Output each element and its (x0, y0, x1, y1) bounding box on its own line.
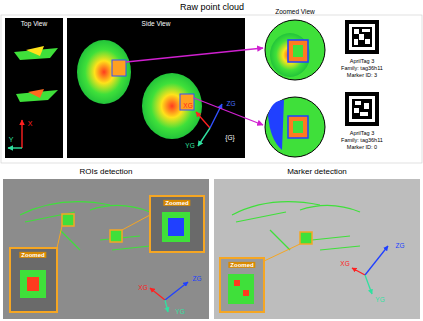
zoom-tag: Zoomed (163, 200, 190, 206)
axis-label: ZG (395, 243, 404, 250)
panel-title: ROIs detection (80, 168, 133, 176)
tag-info: Marker ID: 3 (347, 73, 377, 79)
tag-info: AprilTag 3 (350, 131, 374, 137)
axis-label: YG (375, 297, 384, 304)
panel-title: Marker detection (287, 168, 347, 176)
view-title: Side View (142, 21, 171, 28)
zoom-tag: Zoomed (228, 262, 255, 268)
axis-label: YG (175, 309, 184, 316)
axis-label: XG (183, 103, 192, 110)
zoom-tag: Zoomed (19, 252, 46, 258)
axis-label: XG (340, 261, 349, 268)
tag-info: AprilTag 3 (350, 59, 374, 65)
panel-title: Raw point cloud (180, 3, 244, 12)
axis-label: ZG (226, 101, 235, 108)
axis-label: ZG (192, 276, 201, 283)
view-title: Top View (21, 21, 47, 28)
tag-info: Family: tag36h11 (341, 66, 383, 72)
axis-label: X (28, 120, 33, 127)
axis-label: YG (185, 143, 194, 150)
view-title: Zoomed View (275, 9, 315, 16)
tag-info: Family: tag36h11 (341, 138, 383, 144)
tag-info: Marker ID: 0 (347, 145, 377, 151)
axis-label: Y (9, 136, 14, 143)
frame-label: {G} (225, 135, 234, 142)
axis-label: XG (138, 285, 147, 292)
